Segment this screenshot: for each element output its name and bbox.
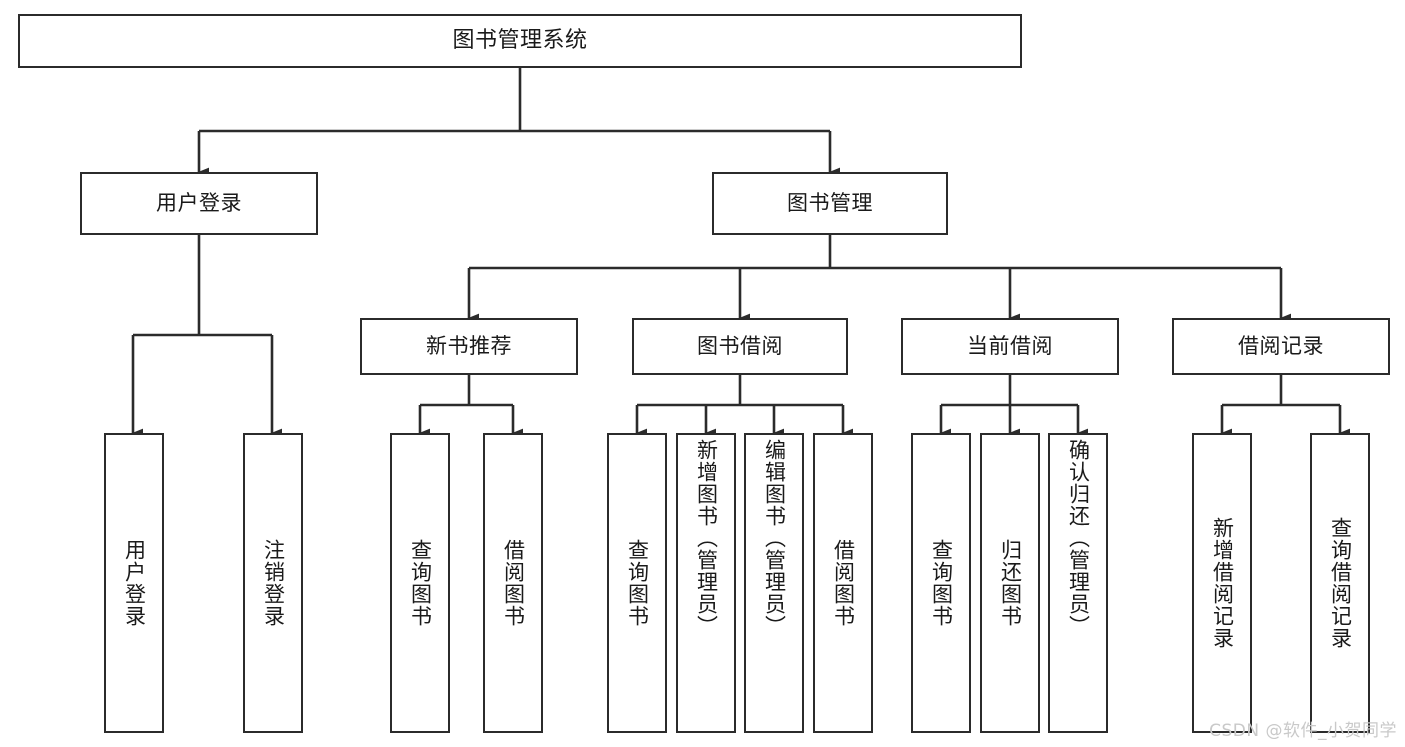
node-leaf-add-record[interactable]: 新增借阅记录 [1192,433,1252,733]
node-book-borrow[interactable]: 图书借阅 [632,318,848,375]
node-leaf-borrow-book-2[interactable]: 借阅图书 [813,433,873,733]
node-borrow-record[interactable]: 借阅记录 [1172,318,1390,375]
node-leaf-query-book-3[interactable]: 查询图书 [911,433,971,733]
node-leaf-query-book-2[interactable]: 查询图书 [607,433,667,733]
node-leaf-query-record[interactable]: 查询借阅记录 [1310,433,1370,733]
node-new-book-recommend[interactable]: 新书推荐 [360,318,578,375]
node-root[interactable]: 图书管理系统 [18,14,1022,68]
node-user-login[interactable]: 用户登录 [80,172,318,235]
node-leaf-query-book-1[interactable]: 查询图书 [390,433,450,733]
node-leaf-edit-book[interactable]: 编辑图书（管理员） [744,433,804,733]
node-leaf-user-login[interactable]: 用户登录 [104,433,164,733]
node-leaf-return-book[interactable]: 归还图书 [980,433,1040,733]
node-leaf-borrow-book-1[interactable]: 借阅图书 [483,433,543,733]
node-leaf-confirm-return[interactable]: 确认归还（管理员） [1048,433,1108,733]
node-leaf-add-book[interactable]: 新增图书（管理员） [676,433,736,733]
node-book-manage[interactable]: 图书管理 [712,172,948,235]
node-leaf-logout[interactable]: 注销登录 [243,433,303,733]
node-current-borrow[interactable]: 当前借阅 [901,318,1119,375]
